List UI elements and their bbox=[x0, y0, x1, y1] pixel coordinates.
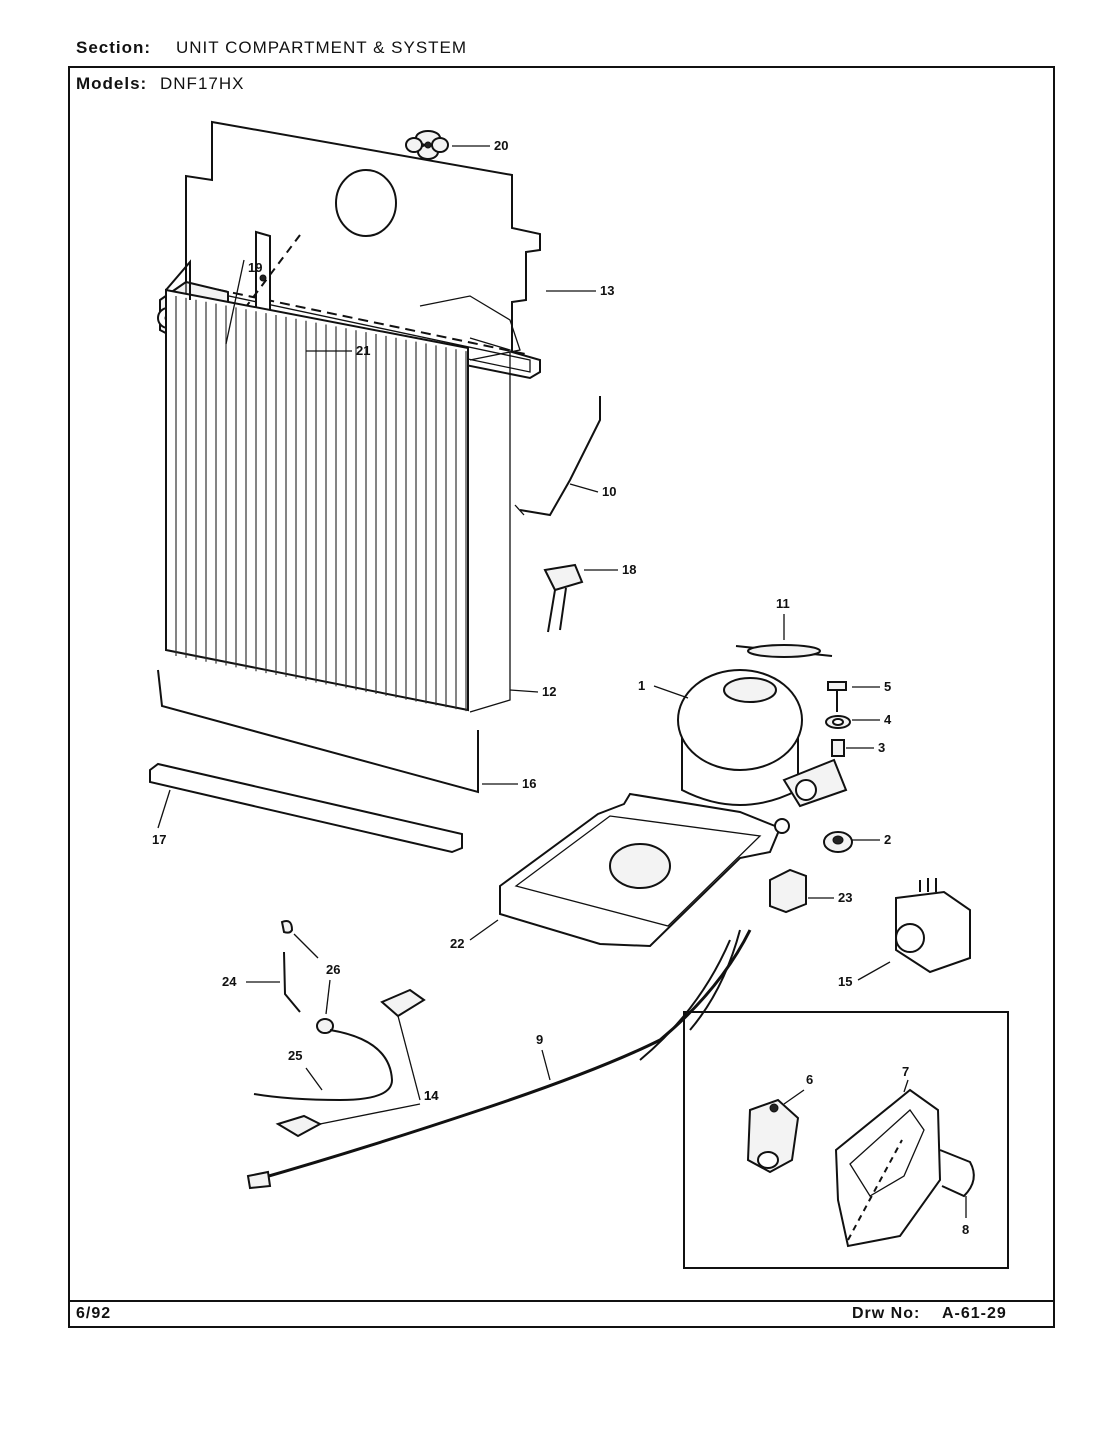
callout-leader bbox=[225, 259, 245, 345]
footer-divider bbox=[68, 1300, 1055, 1302]
drawing-number: A-61-29 bbox=[942, 1305, 1007, 1322]
callout-leader bbox=[305, 1067, 323, 1091]
callout-leader bbox=[325, 979, 331, 1015]
callout-label: 16 bbox=[522, 776, 536, 791]
callout-label: 2 bbox=[884, 832, 891, 847]
retaining-clip bbox=[939, 1149, 975, 1198]
small-bracket bbox=[769, 868, 807, 914]
relay-overload bbox=[746, 1098, 800, 1174]
section-title: UNIT COMPARTMENT & SYSTEM bbox=[176, 38, 468, 57]
callout-label: 1 bbox=[638, 678, 645, 693]
callout-label: 3 bbox=[878, 740, 885, 755]
evaporator-coil bbox=[165, 259, 521, 713]
callout-label: 19 bbox=[248, 260, 262, 275]
callout-leader bbox=[397, 1015, 421, 1101]
callout-label: 14 bbox=[424, 1088, 439, 1103]
callout-leader bbox=[293, 933, 319, 959]
drawing-number-label: Drw No: bbox=[852, 1305, 921, 1322]
drain-pan bbox=[499, 792, 790, 948]
callout-label: 25 bbox=[288, 1048, 302, 1063]
callout-label: 15 bbox=[838, 974, 852, 989]
callout-label: 4 bbox=[884, 712, 892, 727]
callout-leader bbox=[509, 689, 539, 693]
footer-date: 6/92 bbox=[76, 1305, 112, 1322]
callout-label: 7 bbox=[902, 1064, 909, 1079]
callout-label: 5 bbox=[884, 679, 891, 694]
terminal-cover bbox=[834, 1088, 942, 1248]
callout-leader bbox=[541, 1049, 551, 1081]
defrost-thermostat bbox=[543, 563, 584, 633]
defrost-heater bbox=[157, 669, 479, 794]
callout-label: 12 bbox=[542, 684, 556, 699]
callout-label: 22 bbox=[450, 936, 464, 951]
diagram-frame bbox=[68, 66, 1055, 1328]
callout-label: 14 bbox=[424, 1088, 439, 1103]
callout-label: 20 bbox=[494, 138, 508, 153]
callout-leader bbox=[319, 1103, 421, 1125]
wire-harness bbox=[254, 929, 752, 1182]
callout-label: 10 bbox=[602, 484, 616, 499]
callout-leader bbox=[469, 919, 499, 941]
fan-blade-icon bbox=[405, 130, 449, 160]
callout-leader bbox=[857, 961, 891, 981]
callout-label: 23 bbox=[838, 890, 852, 905]
mounting-hardware bbox=[823, 681, 853, 853]
callout-label: 6 bbox=[806, 1072, 813, 1087]
callout-leader bbox=[569, 483, 599, 493]
drain-tube bbox=[519, 396, 601, 517]
models-label: Models: bbox=[76, 74, 148, 93]
callout-label: 17 bbox=[152, 832, 166, 847]
callout-label: 24 bbox=[222, 974, 237, 989]
models-value: DNF17HX bbox=[160, 74, 245, 93]
callout-leader bbox=[653, 685, 689, 699]
section-label: Section: bbox=[76, 38, 152, 57]
callout-leader bbox=[157, 789, 171, 829]
callout-leader bbox=[903, 1079, 909, 1093]
compressor bbox=[677, 669, 848, 808]
callout-label: 9 bbox=[536, 1032, 543, 1047]
callout-label: 21 bbox=[356, 343, 370, 358]
callout-label: 8 bbox=[962, 1222, 969, 1237]
clips-and-tubing bbox=[253, 920, 426, 1138]
callout-label: 26 bbox=[326, 962, 340, 977]
callout-label: 18 bbox=[622, 562, 636, 577]
inset-box bbox=[683, 1011, 1009, 1269]
callout-leader bbox=[783, 1089, 805, 1105]
callout-label: 13 bbox=[600, 283, 614, 298]
callout-label: 11 bbox=[776, 596, 790, 611]
defrost-timer bbox=[895, 878, 971, 974]
drain-trough bbox=[149, 762, 463, 854]
